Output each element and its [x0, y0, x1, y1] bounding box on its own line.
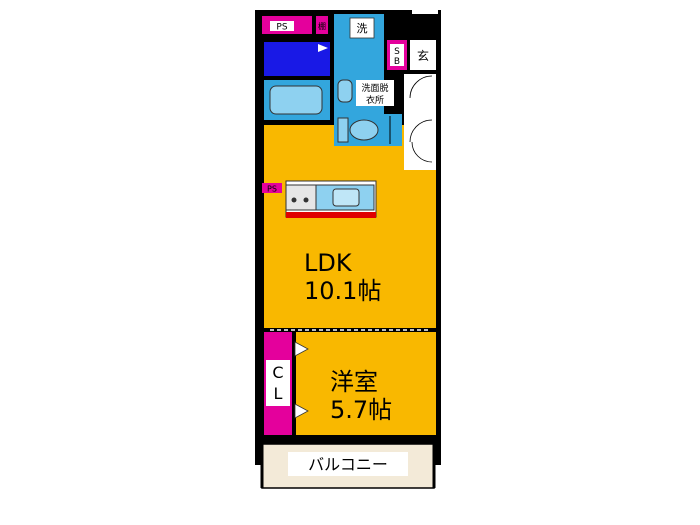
balcony-label: バルコニー: [308, 455, 388, 474]
kitchen-ps: [262, 183, 282, 193]
sink-basin: [332, 188, 360, 207]
kitchen-ps-label: PS: [267, 185, 277, 194]
entrance-door-swing: [413, 13, 435, 36]
top-ps-label: PS: [276, 23, 287, 33]
entrance-label: 玄: [417, 48, 429, 63]
hallway[interactable]: [404, 74, 436, 170]
western-name: 洋室: [330, 368, 378, 396]
shelf-label: 棚: [318, 21, 326, 31]
entrance[interactable]: [410, 40, 436, 70]
top-ps-label-box: [270, 21, 294, 31]
closet-door-upper: [294, 341, 309, 357]
closet-label-c: C: [272, 363, 283, 382]
kitchen-counter-edge: [286, 212, 376, 218]
toilet-tank: [337, 117, 349, 143]
washroom-label-box: [356, 80, 394, 106]
ldk-size: 10.1帖: [304, 277, 381, 305]
entrance-door-opening: [412, 10, 438, 14]
shoe-box-label-s: S: [394, 47, 400, 57]
bath-door-marker: [318, 44, 328, 52]
closet-label-box: [266, 360, 290, 406]
western-room[interactable]: [296, 332, 436, 435]
washer-space: [349, 17, 375, 39]
stove: [285, 184, 317, 211]
wash-basin: [337, 79, 353, 103]
toilet-bowl: [349, 119, 379, 141]
stove-burner-left: [291, 197, 297, 203]
washer-label: 洗: [357, 22, 368, 35]
hall-door-swing-1: [409, 75, 433, 99]
closet-label-l: L: [274, 384, 283, 403]
hall-door-swing-3: [411, 141, 433, 163]
closet-door-lower: [294, 403, 309, 419]
shelf: [316, 16, 328, 34]
bathtub: [269, 85, 323, 115]
western-size: 5.7帖: [330, 396, 392, 424]
shoe-box-label-box: [390, 44, 404, 66]
washroom-label-1: 洗面脱: [361, 82, 388, 94]
shoe-box-label-b: B: [394, 57, 400, 67]
washroom-label-2: 衣所: [366, 94, 384, 106]
balcony-wall: [256, 436, 440, 444]
balcony-label-box: [288, 452, 408, 476]
ldk-name: LDK: [304, 249, 353, 277]
hall-door-swing-2: [409, 119, 433, 143]
stove-burner-right: [303, 197, 309, 203]
